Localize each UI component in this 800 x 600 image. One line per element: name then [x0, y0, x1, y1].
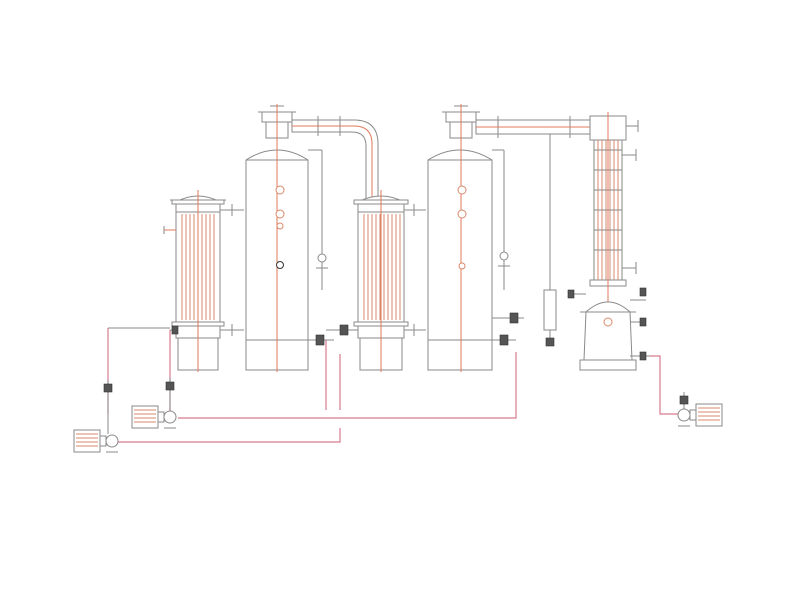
receiver-tank: [567, 287, 650, 371]
discharge-pump: [677, 392, 723, 427]
motor-icon: [695, 403, 723, 427]
valve-icon: [639, 317, 647, 327]
valve-icon: [315, 334, 325, 346]
valve-icon: [545, 337, 555, 347]
condensate-sight-column: [543, 289, 557, 347]
heater-tube-bundle: [363, 214, 401, 320]
sight-glass-icon: [457, 209, 467, 219]
valve-icon: [103, 383, 113, 393]
motor-icon: [131, 405, 159, 429]
motor-icon: [73, 429, 101, 453]
valve-icon: [339, 324, 349, 336]
sight-glass-icon: [276, 222, 284, 230]
gauge-icon: [276, 261, 284, 269]
valve-icon: [679, 395, 689, 405]
sight-glass-icon: [275, 185, 285, 195]
valve-icon: [509, 312, 519, 324]
valve-icon: [165, 381, 175, 391]
vapor-line-to-condenser: [475, 116, 591, 290]
feed-pump: [73, 380, 119, 453]
valve-icon: [567, 289, 575, 299]
valve-icon: [639, 287, 647, 297]
valve-icon: [171, 325, 179, 335]
transfer-pump: [131, 378, 177, 429]
sight-glass-icon: [457, 185, 467, 195]
second-effect-heater: [326, 190, 426, 372]
first-effect-heater: [163, 190, 244, 372]
sight-glass-icon: [603, 317, 613, 327]
valve-icon: [499, 334, 509, 346]
valve-icon: [639, 351, 647, 361]
process-piping: [107, 328, 686, 443]
second-effect-separator: [427, 104, 524, 372]
sight-glass-icon: [275, 209, 285, 219]
sight-glass-icon: [458, 262, 466, 270]
first-effect-separator: [245, 104, 328, 372]
